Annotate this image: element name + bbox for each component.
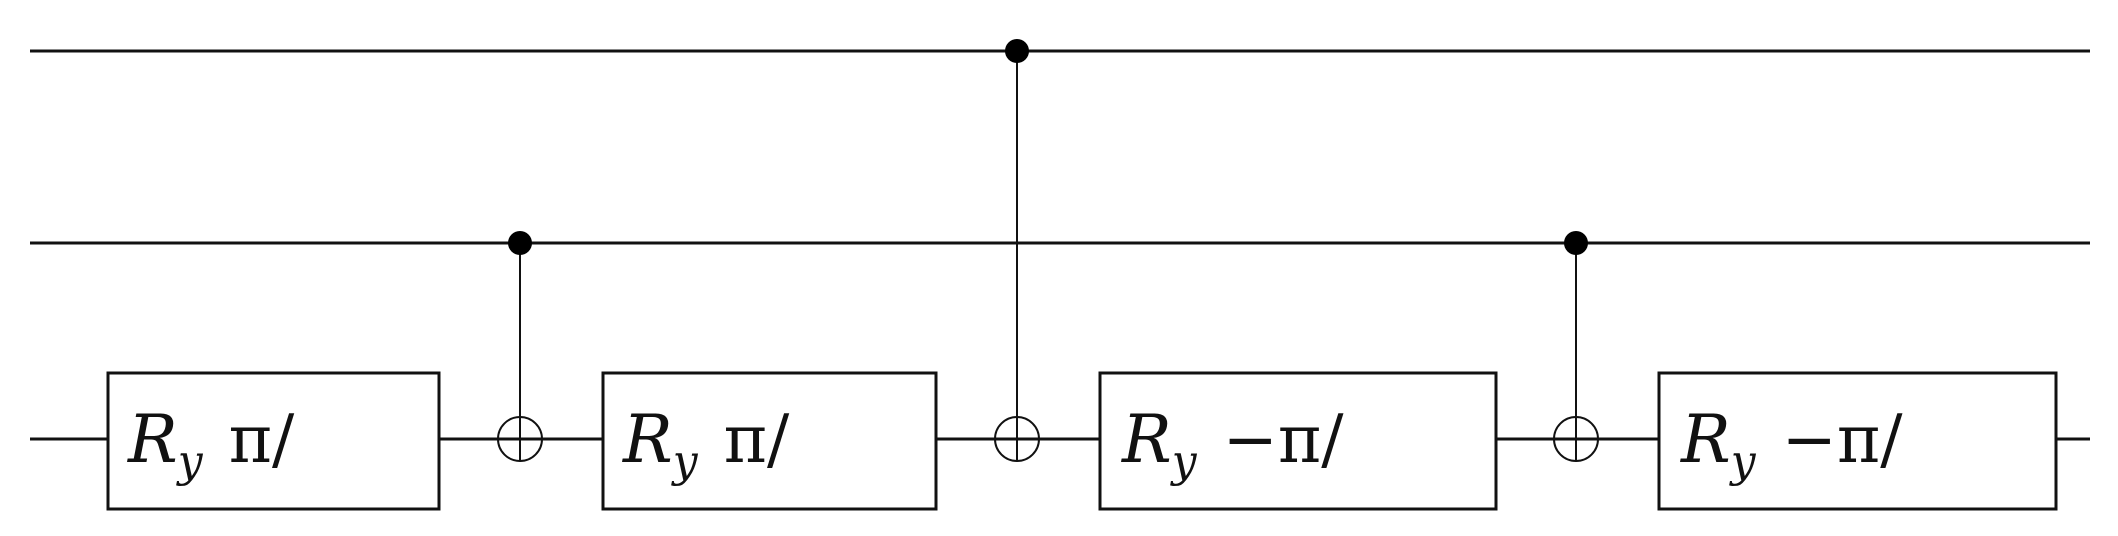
cnot-gate-3 bbox=[1553, 231, 1599, 462]
control-dot bbox=[508, 231, 532, 255]
target-oplus bbox=[1553, 416, 1599, 462]
gate-label: Ry−π/ bbox=[1680, 401, 1903, 487]
ry-gate-3: Ry−π/ bbox=[1098, 371, 1498, 511]
ry-gate-4: Ry−π/ bbox=[1657, 371, 2058, 511]
control-dot bbox=[1005, 39, 1029, 63]
cnot-gate-2 bbox=[994, 39, 1040, 462]
gate-label: Ry−π/ bbox=[1121, 401, 1344, 487]
target-oplus bbox=[497, 416, 543, 462]
control-dot bbox=[1564, 231, 1588, 255]
cnot-gate-1 bbox=[497, 231, 543, 462]
target-oplus bbox=[994, 416, 1040, 462]
